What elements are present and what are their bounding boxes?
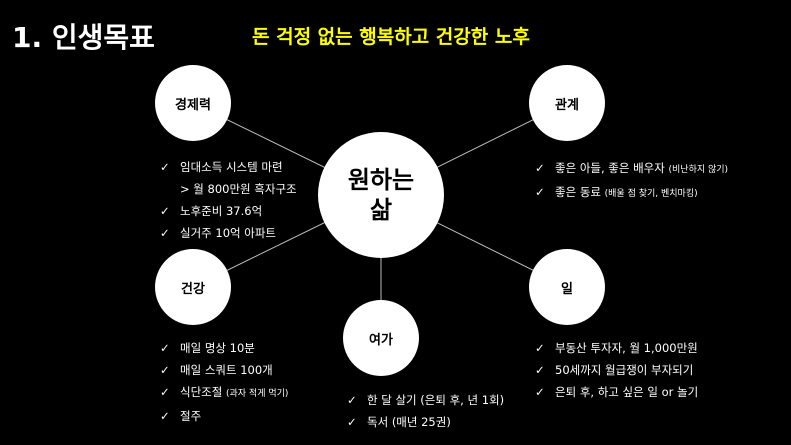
center-line1: 원하는 — [347, 166, 415, 194]
list-item: ✓좋은 아들, 좋은 배우자 (비난하지 않기) — [535, 161, 729, 175]
list-item: ✓좋은 동료 (배울 점 찾기, 벤치마킹) — [535, 185, 698, 199]
list-item: ✓50세까지 월급쟁이 부자되기 — [535, 363, 694, 377]
node-health: 건강 — [155, 249, 231, 325]
node-wealth: 경제력 — [155, 65, 231, 141]
list-item: ✓독서 (매년 25권) — [347, 415, 451, 429]
list-item: > 월 800만원 흑자구조 — [180, 182, 297, 196]
list-item: ✓매일 스쿼트 100개 — [160, 363, 273, 377]
list-item: ✓매일 명상 10분 — [160, 341, 255, 355]
list-item: ✓식단조절 (과자 적게 먹기) — [160, 385, 289, 399]
wealth-list: ✓임대소득 시스템 마련 > 월 800만원 흑자구조 ✓노후준비 37.6억 … — [160, 156, 297, 244]
health-list: ✓매일 명상 10분 ✓매일 스쿼트 100개 ✓식단조절 (과자 적게 먹기)… — [160, 337, 288, 427]
list-item: ✓절주 — [160, 409, 202, 423]
subtitle: 돈 걱정 없는 행복하고 건강한 노후 — [252, 26, 530, 48]
list-item: ✓한 달 살기 (은퇴 후, 년 1회) — [347, 393, 505, 407]
node-leisure: 여가 — [343, 300, 419, 376]
list-item: ✓부동산 투자자, 월 1,000만원 — [535, 341, 698, 355]
list-item: ✓노후준비 37.6억 — [160, 204, 263, 218]
list-item: ✓실거주 10억 아파트 — [160, 226, 277, 240]
relation-list: ✓좋은 아들, 좋은 배우자 (비난하지 않기) ✓좋은 동료 (배울 점 찾기… — [535, 157, 728, 205]
list-item: ✓임대소득 시스템 마련 — [160, 160, 283, 174]
node-relation: 관계 — [529, 65, 605, 141]
node-work: 일 — [529, 249, 605, 325]
leisure-list: ✓한 달 살기 (은퇴 후, 년 1회) ✓독서 (매년 25권) — [347, 389, 504, 433]
center-line2: 삶 — [369, 196, 393, 224]
page-title: 1. 인생목표 — [12, 21, 155, 54]
work-list: ✓부동산 투자자, 월 1,000만원 ✓50세까지 월급쟁이 부자되기 ✓은퇴… — [535, 337, 698, 403]
list-item: ✓은퇴 후, 하고 싶은 일 or 놀기 — [535, 385, 699, 399]
